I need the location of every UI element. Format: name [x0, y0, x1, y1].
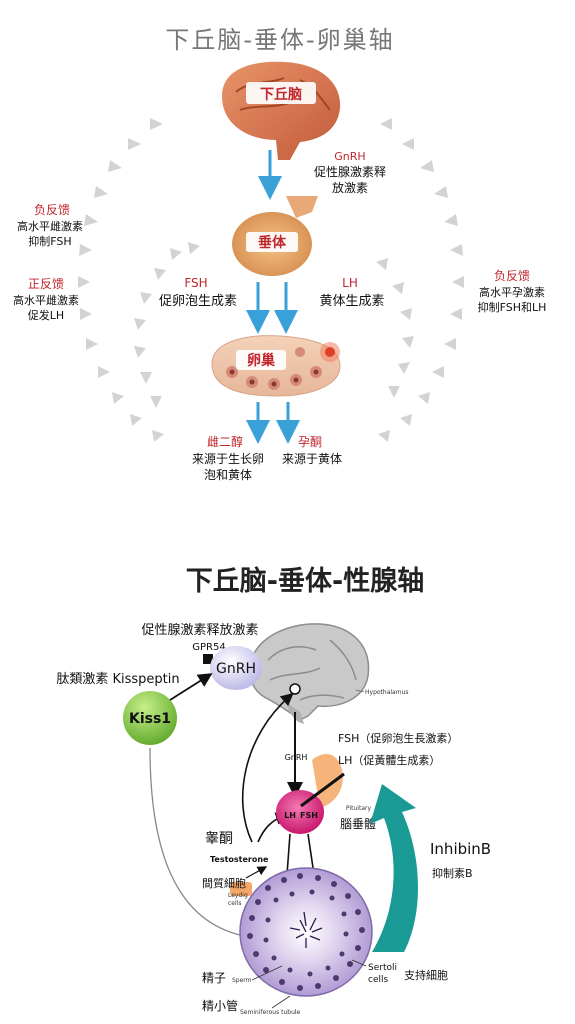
sertoli-en-label-2: cells: [368, 975, 388, 985]
kiss1-label: Kiss1: [129, 711, 171, 727]
neg-feedback-right-line2: 抑制FSH和LH: [478, 300, 547, 314]
gnrh-bubble-label: GnRH: [216, 661, 256, 677]
kiss1-bubble: [123, 691, 177, 745]
inhibin-label: InhibinB: [430, 840, 491, 858]
pituitary-label: 垂体: [258, 234, 287, 251]
pituitary-stalk: [312, 754, 343, 808]
estradiol-desc-line2: 泡和黄体: [204, 468, 252, 482]
estradiol-label: 雌二醇: [207, 434, 243, 449]
pos-feedback-left-line2: 促发LH: [28, 308, 64, 322]
seminiferous-tubule-cross-section: [230, 867, 373, 997]
pituitary-lh-label: LH: [284, 811, 296, 820]
inhibin-cn-label: 抑制素B: [432, 866, 473, 880]
arrow-kiss1-to-gnrh: [169, 673, 213, 701]
sperm-cn-label: 精子: [202, 971, 226, 985]
brain-illustration: [222, 61, 341, 160]
gnrh-fullname: 促性腺激素释放激素: [141, 623, 258, 638]
tubule-en-label: Seminiferous tubule: [240, 1009, 301, 1016]
feedback-line-to-kiss1: [149, 747, 259, 939]
estradiol-desc-line1: 来源于生长卵: [192, 452, 264, 466]
leydig-en-label-1: Leydig: [228, 892, 248, 899]
lh-desc: 黄体生成素: [319, 294, 384, 309]
tubule-pointer: [271, 995, 291, 1009]
gpr54-receptor: [203, 654, 213, 664]
sertoli-en-label-1: Sertoli: [368, 963, 397, 973]
fsh-desc: 促卵泡生成素: [159, 294, 237, 309]
gnrh-small-label: GnRH: [285, 753, 308, 762]
leydig-cn-label: 間質細胞: [202, 876, 246, 890]
sperm-en-label: Sperm: [232, 977, 252, 984]
pituitary-fsh-label: FSH: [300, 811, 318, 820]
lh-label: LH: [342, 276, 358, 290]
feedback-arrows: [78, 118, 464, 442]
leydig-en-label-2: cells: [228, 900, 241, 907]
hypothalamus-label: 下丘脑: [260, 86, 302, 103]
pituitary-cn-label: 腦垂體: [340, 816, 376, 831]
bottom-title: 下丘脑-垂体-性腺轴: [186, 566, 424, 597]
neg-feedback-left-line2: 抑制FSH: [28, 234, 71, 248]
neg-feedback-left-title: 负反馈: [34, 203, 70, 217]
neg-feedback-left-line1: 高水平雌激素: [17, 219, 83, 233]
fsh-fullname: FSH（促卵泡生長激素）: [338, 731, 458, 745]
top-title: 下丘脑-垂体-卵巢轴: [165, 26, 394, 54]
pos-feedback-left-title: 正反馈: [28, 277, 64, 291]
brain-sagittal-illustration: [249, 623, 370, 724]
sertoli-pointer: [351, 959, 367, 967]
progesterone-desc: 来源于黄体: [282, 452, 342, 466]
pituitary-gland-pink: [276, 790, 324, 834]
sperm-pointer: [251, 965, 283, 981]
neg-feedback-right-line1: 高水平孕激素: [479, 285, 545, 299]
gnrh-desc-line1: 促性腺激素释: [314, 165, 386, 179]
testosterone-en-label: Testosterone: [210, 855, 269, 864]
kisspeptin-label: 肽類激素 Kisspeptin: [56, 672, 179, 687]
fsh-label: FSH: [184, 276, 207, 290]
pituitary-en-label: Pituitary: [346, 805, 371, 812]
lh-fullname: LH（促黃體生成素）: [338, 753, 440, 767]
testosterone-to-hypothalamus: [241, 692, 294, 843]
hypothalamus-en-label: Hypothalamus: [365, 689, 409, 696]
progesterone-label: 孕酮: [298, 435, 322, 449]
gnrh-bubble: [210, 646, 262, 690]
pituitary-illustration: [232, 196, 318, 276]
pointer-line: [300, 772, 345, 808]
neg-feedback-right-title: 负反馈: [494, 269, 530, 283]
sertoli-cn-label: 支持細胞: [404, 968, 448, 982]
gpr54-label: GPR54: [192, 642, 225, 653]
inhibin-feedback-arrow: [370, 784, 418, 952]
hypothalamus-marker: [289, 683, 301, 695]
gnrh-desc-line2: 放激素: [332, 180, 368, 195]
gnrh-label: GnRH: [334, 150, 365, 163]
tubule-cn-label: 精小管: [202, 998, 238, 1013]
testosterone-cn-label: 睾酮: [205, 831, 233, 847]
leydig-pointer: [245, 866, 268, 879]
ovary-illustration: [211, 335, 341, 397]
pos-feedback-left-line1: 高水平雌激素: [13, 293, 79, 307]
ovary-label: 卵巢: [247, 352, 276, 369]
